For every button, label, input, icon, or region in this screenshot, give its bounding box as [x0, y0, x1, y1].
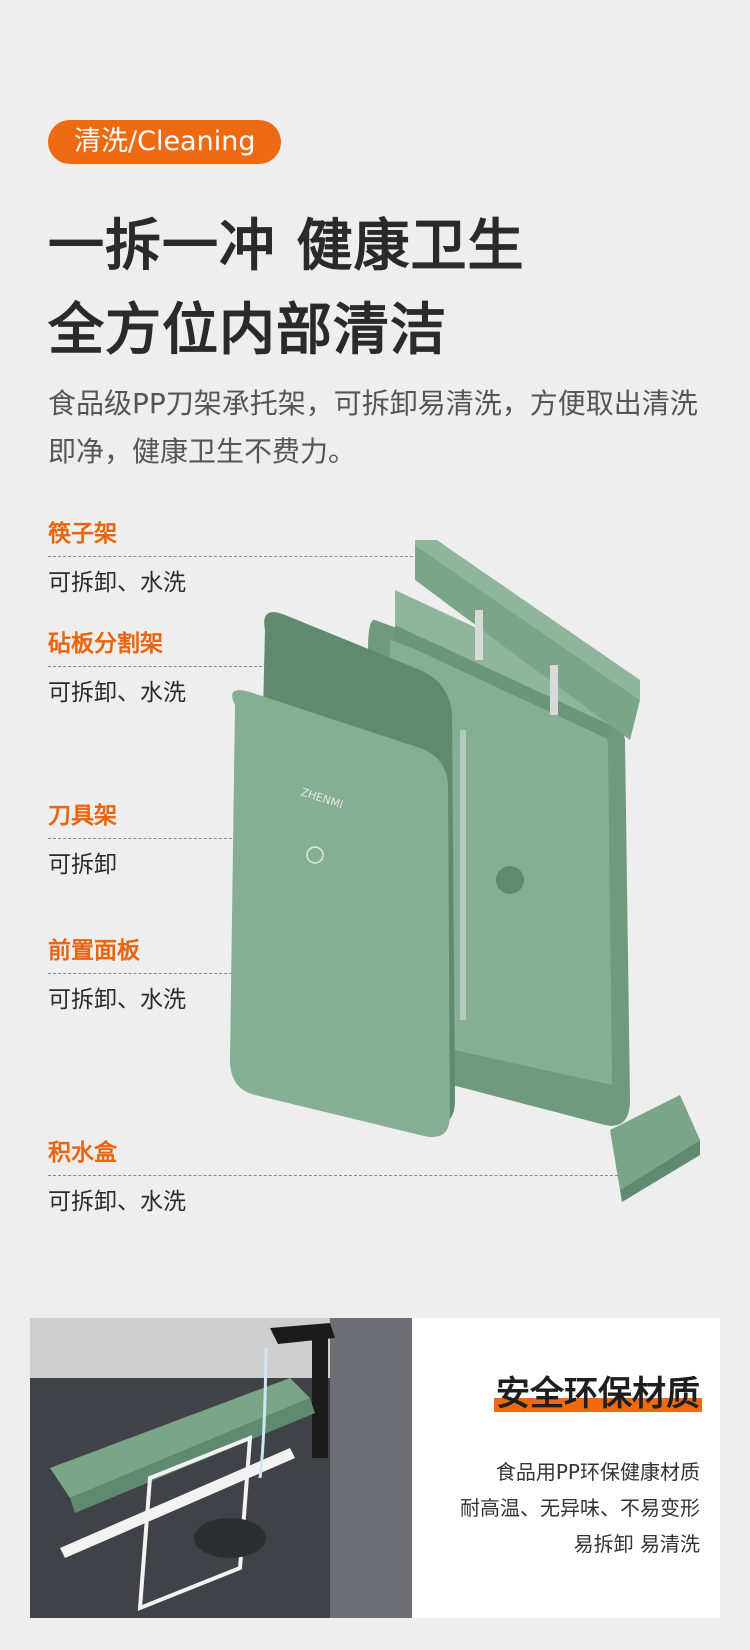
part-name: 砧板分割架 — [48, 631, 163, 657]
headline-line-1: 一拆一冲 健康卫生 — [48, 214, 525, 279]
headline: 一拆一冲 健康卫生 全方位内部清洁 — [48, 205, 525, 373]
part-note: 可拆卸、水洗 — [48, 680, 186, 706]
part-chopstick-rack: 筷子架 可拆卸、水洗 — [48, 518, 433, 599]
sink-photo — [30, 1318, 412, 1618]
part-note: 可拆卸 — [48, 852, 117, 878]
power-icon — [306, 846, 324, 864]
part-knife-rack: 刀具架 可拆卸 — [48, 800, 458, 881]
title-underbar — [494, 1398, 702, 1412]
part-drip-tray: 积水盒 可拆卸、水洗 — [48, 1137, 648, 1218]
leader-line — [48, 973, 353, 974]
part-note: 可拆卸、水洗 — [48, 570, 186, 596]
part-name: 刀具架 — [48, 803, 117, 829]
part-front-panel: 前置面板 可拆卸、水洗 — [48, 935, 353, 1016]
part-name: 筷子架 — [48, 521, 117, 547]
leader-line — [48, 556, 433, 557]
leader-line — [48, 1175, 648, 1176]
drain-icon — [194, 1518, 266, 1558]
sink-scene — [30, 1318, 412, 1618]
material-line-1: 食品用PP环保健康材质 — [495, 1460, 700, 1484]
description: 食品级PP刀架承托架，可拆卸易清洗，方便取出清洗即净，健康卫生不费力。 — [48, 387, 698, 468]
section-tag: 清洗/Cleaning — [48, 120, 282, 164]
part-board-divider: 砧板分割架 可拆卸、水洗 — [48, 628, 433, 709]
drip-tray — [610, 1095, 700, 1202]
material-title-text: 安全环保材质 — [496, 1374, 700, 1414]
material-line-2: 耐高温、无异味、不易变形 — [460, 1496, 700, 1520]
material-line-3: 易拆卸 易清洗 — [573, 1532, 700, 1556]
material-title: 安全环保材质 — [494, 1374, 702, 1414]
part-name: 前置面板 — [48, 938, 140, 964]
part-note: 可拆卸、水洗 — [48, 1189, 186, 1215]
material-lines: 食品用PP环保健康材质 耐高温、无异味、不易变形 易拆卸 易清洗 — [460, 1454, 700, 1562]
product-illustration: ZHENMI — [230, 540, 700, 1202]
part-note: 可拆卸、水洗 — [48, 987, 186, 1013]
chopstick-rack — [415, 540, 640, 740]
front-panel: ZHENMI — [230, 612, 455, 1138]
material-panel: 安全环保材质 食品用PP环保健康材质 耐高温、无异味、不易变形 易拆卸 易清洗 — [412, 1318, 720, 1618]
leader-line — [48, 666, 433, 667]
headline-line-2: 全方位内部清洁 — [48, 298, 447, 363]
part-name: 积水盒 — [48, 1140, 117, 1166]
rack-part — [50, 1378, 310, 1498]
